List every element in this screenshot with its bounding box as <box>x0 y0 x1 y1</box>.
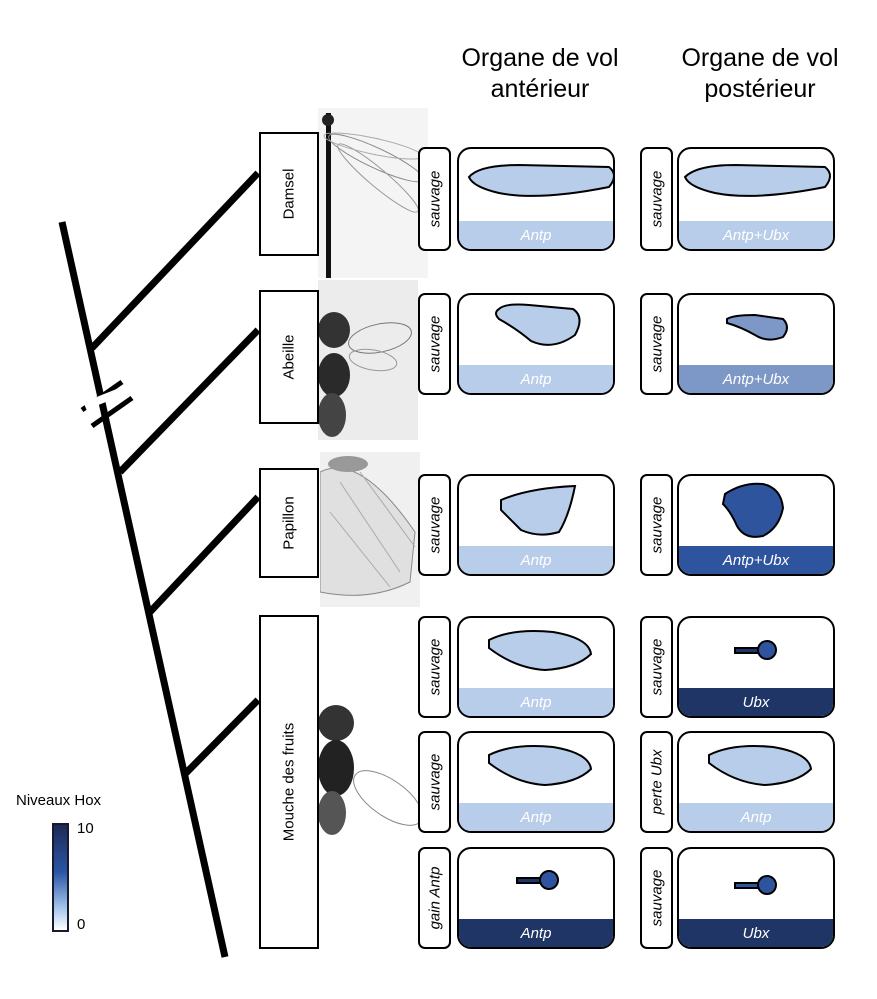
anterior-wing-panel: Antp <box>457 616 615 718</box>
haltere-shape <box>516 870 559 890</box>
anterior-condition: sauvage <box>418 731 451 833</box>
branch-papillon <box>147 494 261 615</box>
haltere-shape <box>734 875 777 895</box>
posterior-condition: sauvage <box>640 293 673 395</box>
legend-max: 10 <box>77 820 94 837</box>
posterior-wing-panel: Antp+Ubx <box>677 474 835 576</box>
wing-shape <box>726 313 788 341</box>
butterfly-photo <box>320 452 420 607</box>
hox-band: Antp <box>459 546 613 574</box>
anterior-condition: sauvage <box>418 293 451 395</box>
taxon-papillon: Papillon <box>259 468 319 578</box>
posterior-condition: sauvage <box>640 847 673 949</box>
wing-shape <box>495 303 581 346</box>
posterior-condition: perte Ubx <box>640 731 673 833</box>
posterior-condition: sauvage <box>640 474 673 576</box>
hox-band: Antp+Ubx <box>679 221 833 249</box>
posterior-wing-panel: Antp+Ubx <box>677 293 835 395</box>
branch-abeille <box>117 327 261 475</box>
posterior-wing-panel: Ubx <box>677 847 835 949</box>
anterior-wing-panel: Antp <box>457 847 615 949</box>
anterior-wing-panel: Antp <box>457 731 615 833</box>
anterior-wing-panel: Antp <box>457 147 615 251</box>
hox-level-scale <box>52 823 69 932</box>
anterior-condition: gain Antp <box>418 847 451 949</box>
legend-min: 0 <box>77 916 86 933</box>
anterior-wing-panel: Antp <box>457 474 615 576</box>
bee-photo <box>318 280 418 440</box>
hox-band: Antp+Ubx <box>679 546 833 574</box>
wing-shape <box>500 484 577 536</box>
posterior-wing-panel: Ubx <box>677 616 835 718</box>
hox-band: Antp <box>459 365 613 393</box>
wing-shape <box>683 163 831 197</box>
hox-band: Antp <box>459 221 613 249</box>
anterior-wing-panel: Antp <box>457 293 615 395</box>
hox-band: Antp <box>459 688 613 716</box>
hox-band: Antp <box>679 803 833 831</box>
damselfly-photo <box>318 108 428 278</box>
wing-shape <box>708 745 813 787</box>
fruitfly-photo <box>318 698 428 858</box>
taxon-damsel: Damsel <box>259 132 319 256</box>
anterior-condition: sauvage <box>418 147 451 251</box>
posterior-wing-panel: Antp+Ubx <box>677 147 835 251</box>
posterior-wing-panel: Antp <box>677 731 835 833</box>
wing-shape <box>467 163 613 197</box>
tree-trunk <box>58 221 229 958</box>
taxon-mouche: Mouche des fruits <box>259 615 319 949</box>
hox-band: Antp <box>459 919 613 947</box>
anterior-condition: sauvage <box>418 616 451 718</box>
anterior-condition: sauvage <box>418 474 451 576</box>
branch-mouche <box>181 697 261 778</box>
wing-shape <box>721 482 785 538</box>
posterior-condition: sauvage <box>640 616 673 718</box>
legend-title: Niveaux Hox <box>16 792 102 809</box>
branch-damsel <box>89 170 261 351</box>
wing-shape <box>488 745 593 787</box>
hox-band: Antp+Ubx <box>679 365 833 393</box>
hox-band: Antp <box>459 803 613 831</box>
hox-band: Ubx <box>679 688 833 716</box>
taxon-abeille: Abeille <box>259 290 319 424</box>
hox-band: Ubx <box>679 919 833 947</box>
wing-shape <box>488 630 593 672</box>
posterior-condition: sauvage <box>640 147 673 251</box>
haltere-shape <box>734 640 777 660</box>
